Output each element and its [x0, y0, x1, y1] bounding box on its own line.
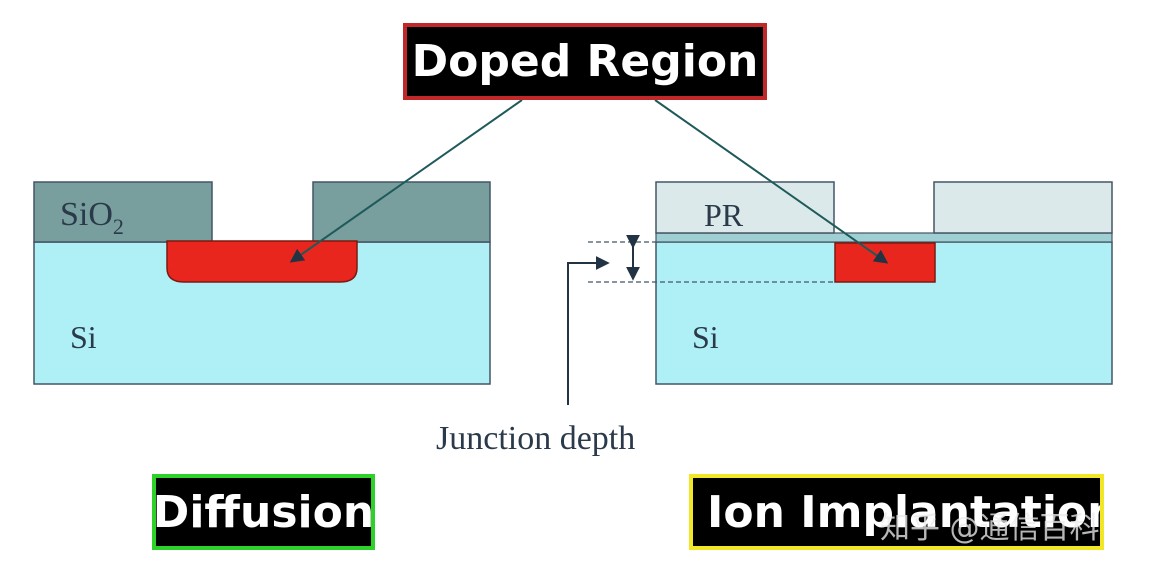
junction-depth-leader-line [567, 256, 610, 405]
junction-depth-label: Junction depth [436, 420, 635, 457]
doped-region-text: Doped Region [411, 36, 759, 87]
doped-region-diffusion [166, 240, 358, 283]
pointer-line-right [654, 99, 889, 264]
watermark: 知乎 @通信百科 [880, 511, 1100, 546]
ion-implantation-label: Ion Implantation [689, 474, 1104, 550]
diffusion-text: Diffusion [152, 486, 375, 538]
diffusion-label: Diffusion [152, 474, 375, 550]
sio2-label: SiO2 [60, 196, 124, 239]
doped-region-label: Doped Region [403, 23, 767, 100]
pointer-line-left [289, 99, 523, 263]
pr-label: PR [704, 197, 744, 233]
sio2-block-left [33, 181, 213, 243]
sio2-block-right [312, 181, 491, 243]
photoresist-block-left [655, 181, 835, 234]
photoresist-block-right [933, 181, 1113, 234]
si-label-right: Si [692, 319, 719, 355]
si-label-left: Si [70, 319, 97, 355]
thin-oxide-layer [655, 232, 1113, 243]
ion-implantation-text: Ion Implantation [707, 486, 1104, 538]
